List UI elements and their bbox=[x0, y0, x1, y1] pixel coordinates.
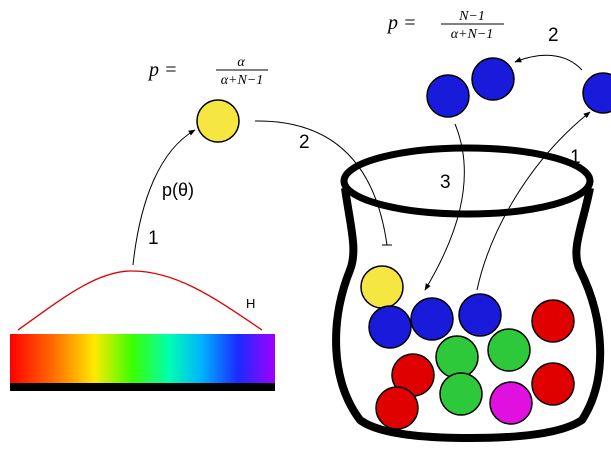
urn-ball-green bbox=[487, 328, 531, 372]
urn-ball-yellow bbox=[360, 265, 404, 309]
urn-rim bbox=[340, 144, 594, 218]
urn-ball-red bbox=[531, 362, 575, 406]
urn-ball-red bbox=[375, 386, 419, 430]
new-yellow-ball bbox=[196, 99, 240, 143]
svg-text:α+N−1: α+N−1 bbox=[451, 27, 494, 42]
urn-ball-magenta bbox=[489, 381, 533, 425]
urn-ball-blue bbox=[410, 297, 454, 341]
svg-text:α+N−1: α+N−1 bbox=[221, 73, 264, 88]
prior-label: p(θ) bbox=[162, 180, 194, 200]
duplicate-blue-ball bbox=[426, 74, 470, 118]
urn-ball-blue bbox=[458, 293, 502, 337]
step-label-into-urn: 3 bbox=[440, 172, 451, 193]
drawn-blue-ball bbox=[582, 72, 611, 114]
base-measure-label: H bbox=[246, 296, 255, 311]
step-label-out-of-urn: 1 bbox=[570, 147, 581, 168]
draw-from-urn-arrow bbox=[476, 111, 591, 291]
urn-body bbox=[332, 187, 605, 442]
return-into-urn-arrow bbox=[424, 123, 465, 291]
urn-balls bbox=[360, 265, 575, 430]
existing-color-formula: p = N−1 α+N−1 bbox=[386, 9, 504, 42]
step-label-prior-to-urn: 2 bbox=[299, 132, 310, 153]
duplicate-blue-ball bbox=[471, 57, 515, 101]
svg-text:p =: p = bbox=[386, 12, 417, 34]
urn-ball-blue bbox=[368, 305, 412, 349]
prior-density-curve bbox=[17, 270, 263, 331]
urn-ball-green bbox=[439, 372, 483, 416]
yellow-into-urn-arrow bbox=[254, 120, 388, 246]
urn-ball-red bbox=[531, 299, 575, 343]
urn-ball-green bbox=[435, 335, 479, 379]
urn bbox=[332, 144, 605, 442]
svg-text:p =: p = bbox=[147, 59, 178, 81]
step-label-duplicate: 2 bbox=[548, 25, 559, 46]
prior-sample-arrow bbox=[132, 129, 196, 266]
svg-text:N−1: N−1 bbox=[458, 9, 485, 24]
new-color-formula: p = α α+N−1 bbox=[147, 55, 268, 88]
color-spectrum-bar bbox=[10, 334, 275, 391]
svg-text:α: α bbox=[237, 55, 245, 70]
duplicate-arrow bbox=[514, 54, 583, 71]
step-label-prior: 1 bbox=[148, 228, 159, 249]
